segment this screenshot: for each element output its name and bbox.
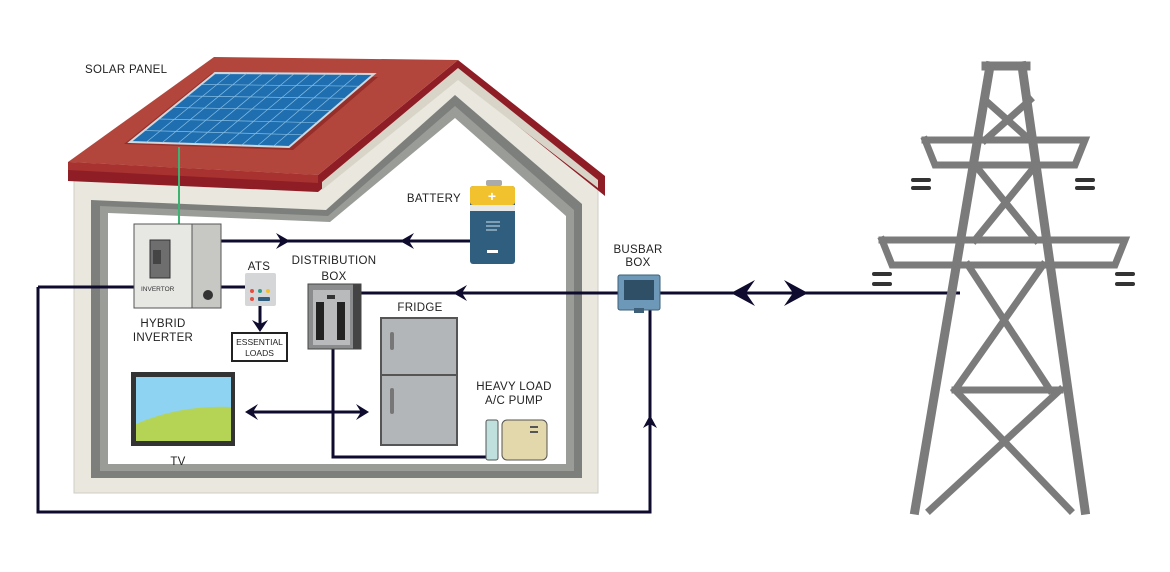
arrow-up-icon xyxy=(643,415,657,428)
fridge xyxy=(380,317,458,446)
hybrid-inverter: INVERTOR xyxy=(133,223,222,309)
ac-pump xyxy=(485,419,548,461)
busbar-box xyxy=(617,274,661,313)
insulator-icon xyxy=(872,178,1135,286)
solar-panel xyxy=(124,71,378,237)
arrow-down-icon xyxy=(252,320,268,332)
grid-loop-wire xyxy=(36,287,652,514)
arrow-left-icon xyxy=(731,280,755,306)
inverter-device-label: INVERTOR xyxy=(141,286,175,293)
svg-text:ESSENTIAL: ESSENTIAL xyxy=(236,337,283,347)
fridge-label: FRIDGE xyxy=(397,302,442,314)
distribution-box-label-2: BOX xyxy=(321,271,346,283)
arrow-left-icon xyxy=(400,233,414,249)
distribution-load-wire xyxy=(331,348,490,459)
solar-panel-label: SOLAR PANEL xyxy=(85,64,168,76)
arrow-right-icon xyxy=(276,233,290,249)
ats xyxy=(245,273,276,306)
arrow-left-icon xyxy=(453,285,467,301)
battery: + xyxy=(470,180,515,264)
svg-text:LOADS: LOADS xyxy=(245,348,274,358)
essential-loads: ESSENTIAL LOADS xyxy=(231,332,288,362)
busbar-box-label-1: BUSBAR xyxy=(613,244,662,256)
arrow-right-icon xyxy=(784,280,808,306)
plus-icon: + xyxy=(488,188,496,204)
battery-label: BATTERY xyxy=(407,193,461,205)
tv xyxy=(131,372,235,446)
hybrid-inverter-label-1: HYBRID xyxy=(140,318,185,330)
arrow-right-icon xyxy=(356,404,369,420)
arrow-left-icon xyxy=(245,404,258,420)
hybrid-inverter-label-2: INVERTER xyxy=(133,332,193,344)
transmission-tower xyxy=(872,60,1135,516)
ats-label: ATS xyxy=(248,261,270,273)
heavy-load-label-2: A/C PUMP xyxy=(485,395,543,407)
distribution-box-label-1: DISTRIBUTION xyxy=(292,255,377,267)
tv-label: TV xyxy=(170,456,185,468)
distribution-box xyxy=(307,283,362,350)
busbar-box-label-2: BOX xyxy=(625,257,650,269)
heavy-load-label-1: HEAVY LOAD xyxy=(476,381,551,393)
